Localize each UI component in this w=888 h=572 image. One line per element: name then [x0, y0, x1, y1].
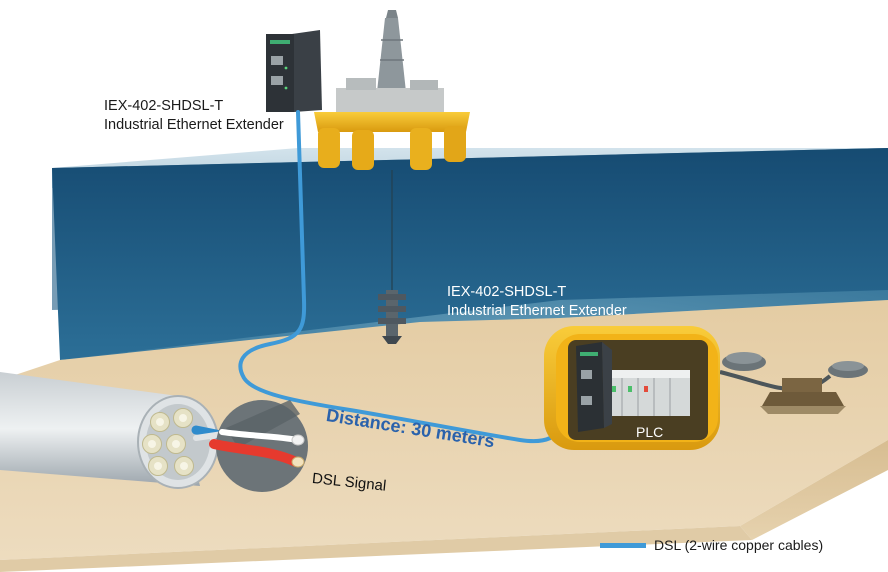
- dsl-cable-path: [238, 110, 567, 444]
- seabed-side: [740, 440, 888, 540]
- subsea-device-label: IEX-402-SHDSL-T Industrial Ethernet Exte…: [447, 283, 627, 321]
- seabed-front-edge: [0, 526, 752, 572]
- platform-deck-upper: [336, 88, 444, 112]
- subsea-device-model: IEX-402-SHDSL-T: [447, 284, 567, 300]
- topside-device-description: Industrial Ethernet Extender: [104, 117, 284, 133]
- legend-label: DSL (2-wire copper cables): [654, 537, 824, 553]
- subsea-enclosure: [544, 326, 720, 450]
- subsea-device-description: Industrial Ethernet Extender: [447, 303, 627, 319]
- derrick: [377, 18, 406, 92]
- platform-leg-4: [444, 126, 466, 162]
- platform-deck: [314, 112, 470, 132]
- plc-label: PLC: [636, 424, 664, 440]
- topside-device-label: IEX-402-SHDSL-T Industrial Ethernet Exte…: [104, 97, 284, 135]
- cable-cross-section: [0, 372, 308, 492]
- platform-leg-3: [410, 128, 432, 170]
- topside-device-model: IEX-402-SHDSL-T: [104, 98, 224, 114]
- legend: DSL (2-wire copper cables): [600, 537, 823, 553]
- topside-iex-device: [266, 30, 322, 112]
- drilling-platform: [314, 10, 470, 300]
- platform-leg-2: [352, 130, 374, 170]
- subsea-tree: [378, 290, 406, 344]
- seabed-equipment: [719, 352, 868, 414]
- platform-leg-1: [318, 128, 340, 168]
- legend-swatch: [600, 542, 646, 548]
